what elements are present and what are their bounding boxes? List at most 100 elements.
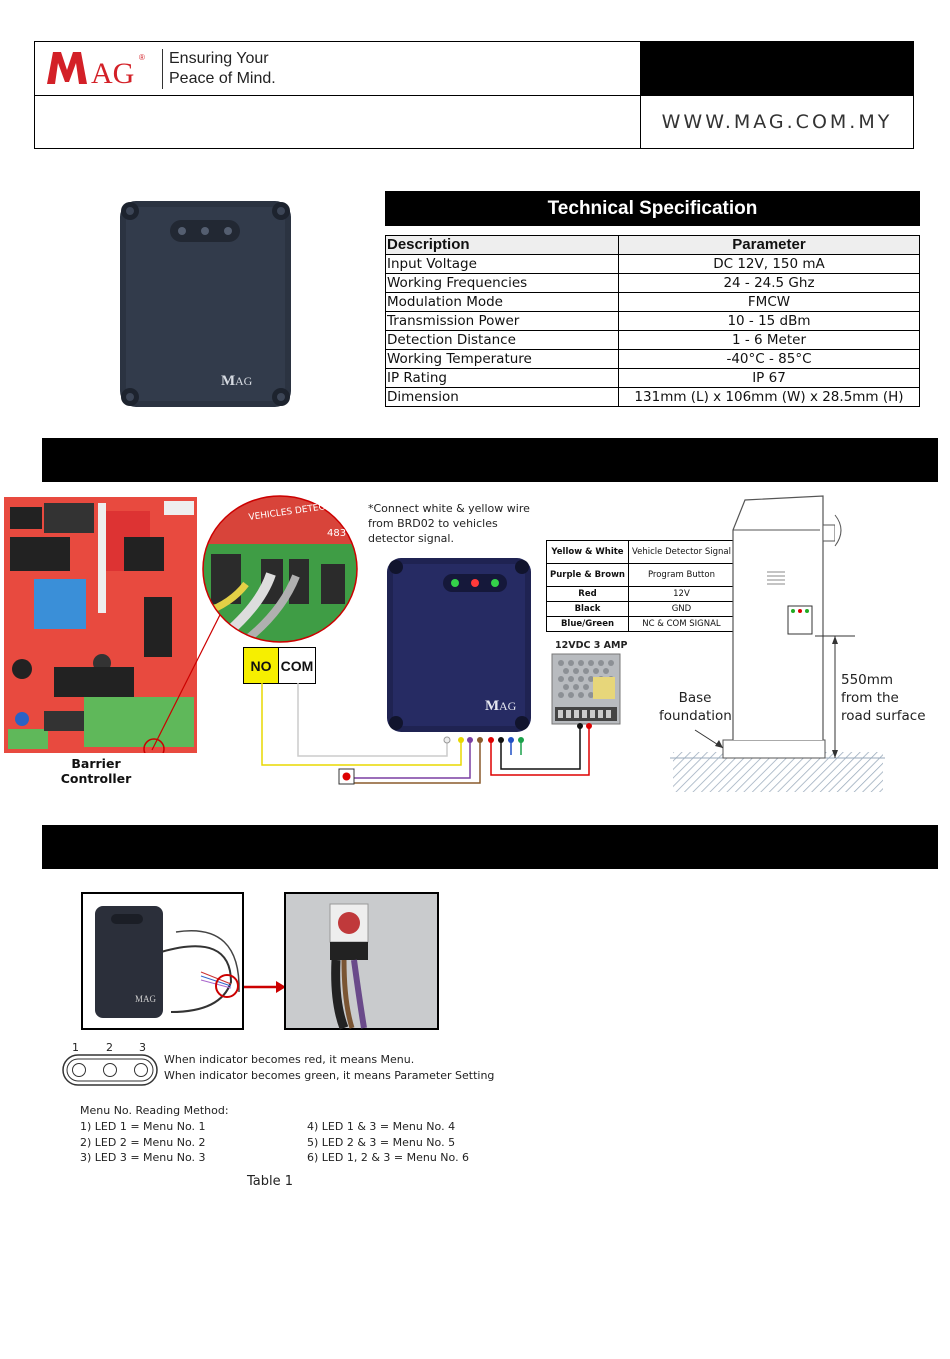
slogan-line2: Peace of Mind. [169,70,276,87]
indicator-red-text: When indicator becomes red, it means Men… [164,1053,415,1066]
svg-text:M: M [485,698,499,714]
spec-desc: Dimension [385,387,619,407]
no-terminal-label: NO [243,647,279,684]
height-line3: road surface [841,708,926,724]
spec-param: 1 - 6 Meter [618,330,920,350]
led-number-1: 1 [72,1041,79,1054]
product-photo: M AG [120,201,291,407]
wiring-note-line1: *Connect white & yellow wire [368,502,530,515]
wire-color: Yellow & White [546,540,629,564]
board-caption-line2: Controller [60,771,132,786]
spec-title: Technical Specification [385,191,920,226]
spec-col-parameter: Parameter [618,235,920,255]
base-line2: foundation [659,708,732,724]
board-caption: Barrier Controller [50,756,142,786]
spec-desc: Modulation Mode [385,292,619,312]
slogan: Ensuring Your Peace of Mind. [162,49,276,89]
menu-list-right: 4) LED 1 & 3 = Menu No. 4 5) LED 2 & 3 =… [307,1119,469,1166]
program-button-photo [284,892,439,1030]
svg-text:M: M [221,373,235,389]
barrier-controller-board [4,497,197,753]
spec-desc: Input Voltage [385,254,619,274]
spec-param: FMCW [618,292,920,312]
wire-color: Red [546,586,629,602]
slogan-line1: Ensuring Your [169,50,269,67]
wiring-note-line3: detector signal. [368,532,454,545]
arrow-icon [244,981,286,993]
led-number-2: 2 [106,1041,113,1054]
terminal-zoom-photo: VEHICLES DETECTOR SIGNAL 483 [202,495,359,643]
wiring-note: *Connect white & yellow wire from BRD02 … [368,501,530,546]
height-line1: 550mm [841,672,894,688]
board-caption-line1: Barrier [71,756,121,771]
led-number-3: 3 [139,1041,146,1054]
com-terminal-label: COM [278,647,316,684]
list-item: 6) LED 1, 2 & 3 = Menu No. 6 [307,1151,470,1164]
device-with-cable-photo: MAG [81,892,244,1030]
indicator-green-text: When indicator becomes green, it means P… [164,1069,495,1082]
led-indicator-diagram [62,1054,158,1086]
spec-param: 131mm (L) x 106mm (W) x 28.5mm (H) [618,387,920,407]
spec-header-row: Description Parameter [385,235,920,255]
wire-color: Blue/Green [546,616,629,632]
programming-section-bar [42,825,938,869]
list-item: 5) LED 2 & 3 = Menu No. 5 [307,1135,456,1149]
spec-param: DC 12V, 150 mA [618,254,920,274]
height-label: 550mm from the road surface [841,671,926,725]
spec-param: 24 - 24.5 Ghz [618,273,920,293]
wiring-section-bar [42,438,938,482]
barrier-installation-drawing [670,495,885,792]
table-caption: Table 1 [247,1174,294,1189]
psu-label: 12VDC 3 AMP [555,640,628,651]
spec-desc: IP Rating [385,368,619,388]
wire-color: Purple & Brown [546,563,629,587]
spec-desc: Working Frequencies [385,273,619,293]
wiring-note-line2: from BRD02 to vehicles [368,517,498,530]
wire-color: Black [546,601,629,617]
document-header: AG ® Ensuring Your Peace of Mind. WWW.MA… [34,41,914,149]
mag-logo: AG ® [47,52,145,88]
list-item: 2) LED 2 = Menu No. 2 [80,1135,206,1149]
indicator-explanation: When indicator becomes red, it means Men… [164,1052,494,1084]
wiring-lines [261,683,592,785]
spec-col-description: Description [385,235,619,255]
list-item: 4) LED 1 & 3 = Menu No. 4 [307,1120,456,1133]
list-item: 3) LED 3 = Menu No. 3 [80,1151,206,1164]
base-foundation-label: Base foundation [659,689,732,725]
svg-text:AG: AG [499,699,517,713]
header-black-block [641,42,913,95]
spec-desc: Transmission Power [385,311,619,331]
svg-text:MAG: MAG [135,994,157,1004]
detector-device-photo: M AG [387,558,531,732]
menu-title: Menu No. Reading Method: [80,1104,229,1117]
height-line2: from the [841,690,899,706]
website-url[interactable]: WWW.MAG.COM.MY [661,111,893,133]
spec-desc: Detection Distance [385,330,619,350]
list-item: 1) LED 1 = Menu No. 1 [80,1120,206,1133]
svg-text:AG: AG [235,374,253,388]
spec-desc: Working Temperature [385,349,619,369]
spec-param: IP 67 [618,368,920,388]
spec-param: 10 - 15 dBm [618,311,920,331]
power-supply-photo [551,653,621,725]
base-line1: Base [678,690,712,706]
table-row: Working Temperature-40°C - 85°C [385,349,920,369]
svg-text:®: ® [139,53,145,62]
wire-function: NC & COM SIGNAL [627,616,735,632]
menu-list-left: 1) LED 1 = Menu No. 1 2) LED 2 = Menu No… [80,1119,206,1166]
spec-param: -40°C - 85°C [618,349,920,369]
board-code: 483 [327,528,346,539]
svg-text:AG: AG [91,57,134,88]
